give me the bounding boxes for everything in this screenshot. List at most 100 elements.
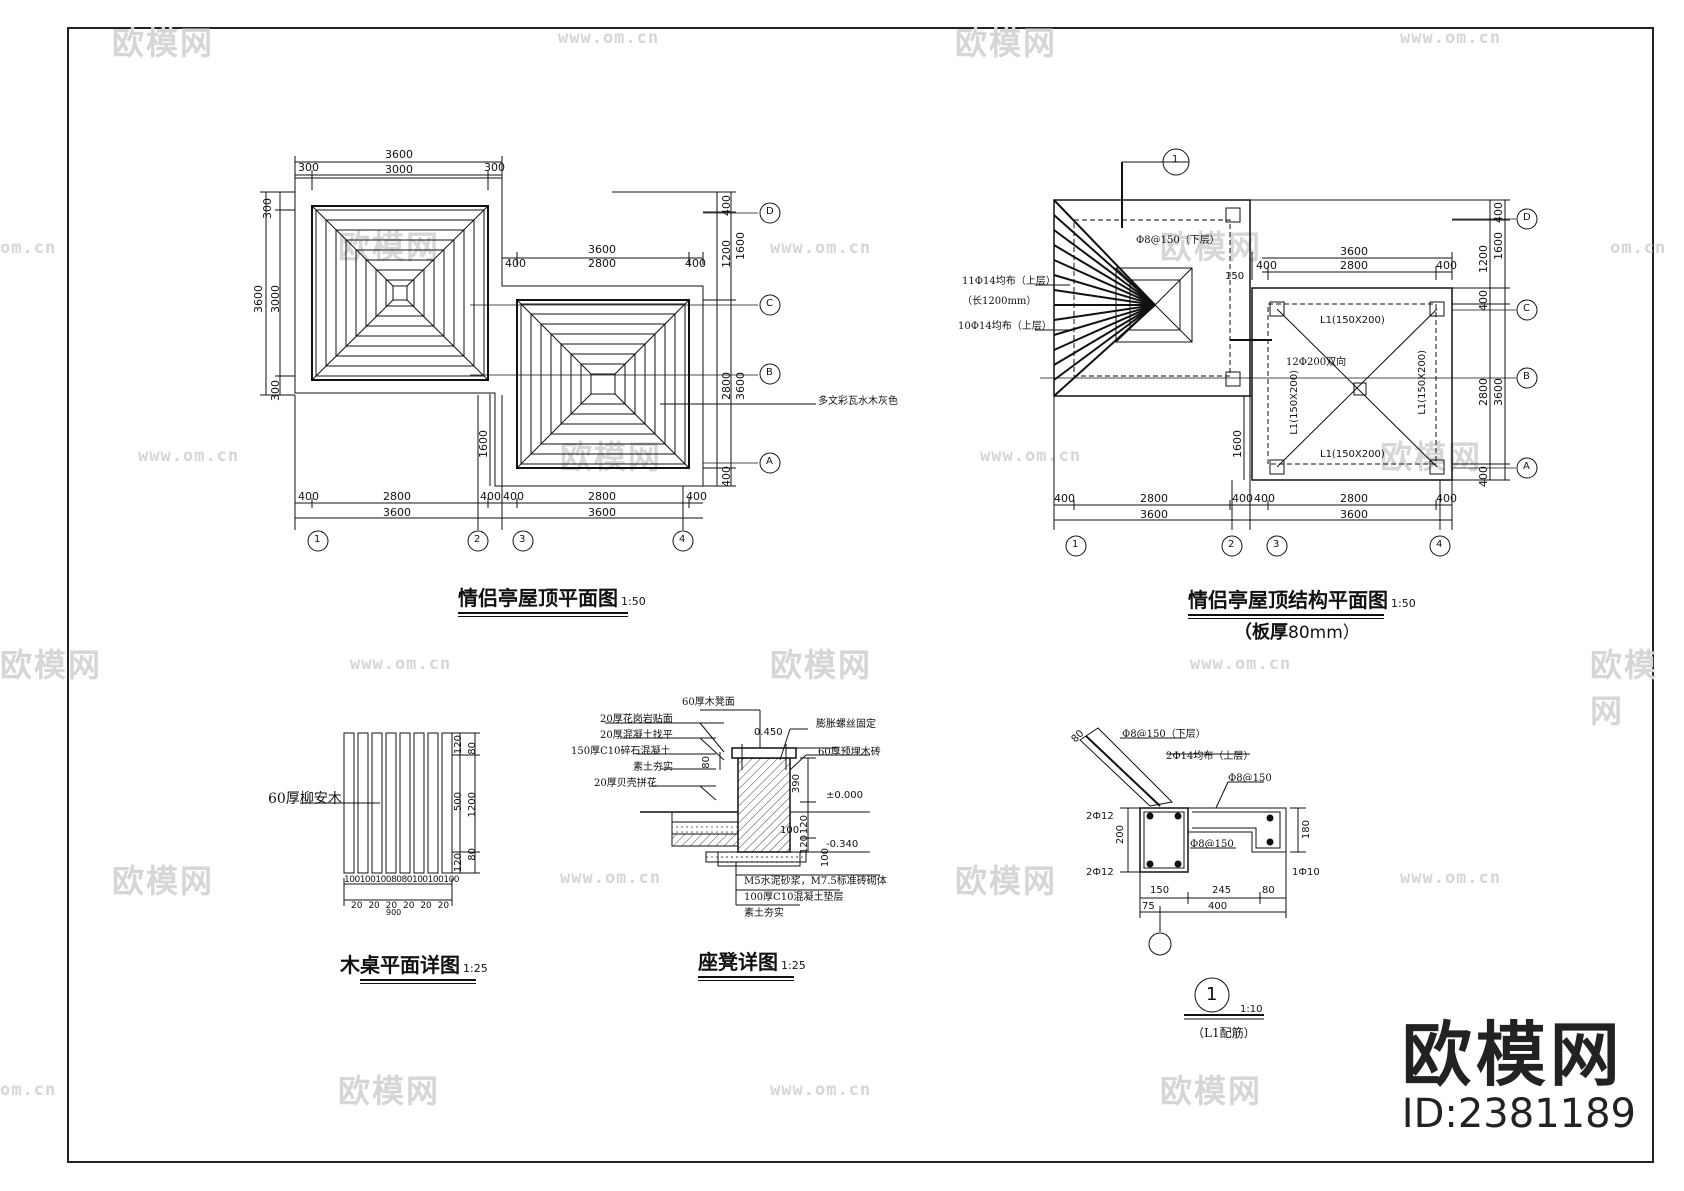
bench-detail-scale: 1:25 bbox=[781, 959, 806, 972]
roof-dim-bottom-3: 400 bbox=[480, 490, 501, 503]
watermark-url: www.om.cn bbox=[770, 1080, 872, 1100]
table-dim-bottom: 80 bbox=[401, 875, 413, 885]
watermark-url: om.cn bbox=[0, 1080, 57, 1100]
struct-beam-bottom: L1(150X200) bbox=[1320, 449, 1385, 460]
structure-plan-title-text: 情侣亭屋顶结构平面图 bbox=[1188, 588, 1388, 612]
watermark-logo: 欧模网 bbox=[0, 646, 103, 684]
table-dim-bottom: 100 bbox=[359, 875, 376, 885]
roof-axis-4: 4 bbox=[679, 534, 686, 545]
bench-dim-100: 100 bbox=[780, 825, 800, 836]
bench-detail-title-text: 座凳详图 bbox=[698, 950, 778, 974]
watermark-url: www.om.cn bbox=[558, 28, 660, 48]
beam-detail-marker: 1 bbox=[1206, 984, 1218, 1005]
table-dim-bottom-row-2: 20 20 20 20 20 20 bbox=[351, 902, 449, 911]
roof-dim-top-mid: 3000 bbox=[385, 163, 413, 176]
table-dim-bottom: 80 bbox=[391, 875, 402, 885]
table-detail-title-underline bbox=[360, 983, 476, 984]
beam-dim-right-180: 180 bbox=[1301, 820, 1312, 840]
struct-dim-mid-mid: 2800 bbox=[1340, 259, 1368, 272]
roof-axis-1: 1 bbox=[314, 534, 321, 545]
roof-material-note: 多文彩瓦水木灰色 bbox=[818, 396, 898, 407]
watermark-logo: 欧模网 bbox=[1160, 228, 1263, 266]
beam-dim-left-200: 200 bbox=[1115, 825, 1126, 845]
watermark-logo: 欧模网 bbox=[112, 24, 215, 62]
roof-dim-bottom-2: 2800 bbox=[383, 490, 411, 503]
table-dim-bottom: 100 bbox=[344, 875, 360, 885]
roof-dim-bottom-total-2: 3600 bbox=[588, 506, 616, 519]
brand-name: 欧模网 bbox=[1401, 1014, 1624, 1096]
roof-dim-bottom-5: 2800 bbox=[588, 490, 616, 503]
struct-axis-d: D bbox=[1523, 212, 1531, 223]
brand-block: 欧模网 ID:2381189 bbox=[1402, 1020, 1636, 1134]
beam-dim-bottom-400: 400 bbox=[1208, 901, 1228, 912]
bench-label-wood: 60厚预埋木砖 bbox=[818, 747, 881, 758]
bench-label-masonry: M5水泥砂浆，M7.5标准砖砌体 bbox=[744, 876, 887, 887]
watermark-url: www.om.cn bbox=[1400, 28, 1502, 48]
watermark-logo: 欧模网 bbox=[338, 1072, 441, 1110]
struct-axis-1: 1 bbox=[1072, 539, 1079, 550]
table-dim-gap: 20 bbox=[368, 901, 380, 911]
bench-label-base: 100厚C10混凝土垫层 bbox=[744, 892, 844, 903]
beam-dim-bottom-150: 150 bbox=[1150, 885, 1170, 896]
watermark-logo: 欧模网 bbox=[955, 862, 1058, 900]
roof-dim-top-left: 300 bbox=[298, 161, 319, 174]
watermark-url: www.om.cn bbox=[1190, 654, 1292, 674]
struct-section-marker: 1 bbox=[1172, 154, 1179, 165]
struct-dim-bottom-total-1: 3600 bbox=[1140, 508, 1168, 521]
roof-dim-bottom-total-1: 3600 bbox=[383, 506, 411, 519]
struct-dim-bottom-4: 400 bbox=[1254, 492, 1275, 505]
table-dim-bottom: 100 bbox=[427, 875, 444, 885]
beam-detail-caption: （L1配筋） bbox=[1192, 1026, 1256, 1040]
beam-label-stirrup-2: Ф8@150 bbox=[1190, 839, 1234, 850]
structure-plan-subtitle-value: 80mm） bbox=[1288, 623, 1360, 643]
struct-rebar-bottom: 10Ф14均布（上层） bbox=[958, 321, 1052, 332]
table-dim-bottom: 100 bbox=[443, 875, 460, 885]
watermark-url: www.om.cn bbox=[350, 654, 452, 674]
struct-axis-a: A bbox=[1523, 461, 1530, 472]
table-material-label: 60厚柳安木 bbox=[268, 791, 342, 807]
watermark-url: www.om.cn bbox=[1400, 868, 1502, 888]
bench-detail-title-underline bbox=[698, 976, 794, 978]
beam-dim-bottom-245: 245 bbox=[1212, 885, 1232, 896]
watermark-url: om.cn bbox=[0, 238, 57, 258]
watermark-url: www.om.cn bbox=[980, 446, 1082, 466]
roof-plan-title-underline bbox=[458, 612, 628, 614]
struct-axis-b: B bbox=[1523, 371, 1530, 382]
beam-label-lower-rebar: Ф8@150（下层） bbox=[1122, 729, 1206, 740]
watermark-url: www.om.cn bbox=[770, 238, 872, 258]
bench-elev-bottom: -0.340 bbox=[826, 839, 859, 850]
roof-dim-mid-right: 400 bbox=[685, 257, 706, 270]
structure-plan-subtitle: （板厚80mm） bbox=[1234, 624, 1360, 642]
struct-dim-150: 150 bbox=[1225, 271, 1245, 282]
roof-plan-title-text: 情侣亭屋顶平面图 bbox=[458, 586, 618, 610]
struct-dim-bottom-total-2: 3600 bbox=[1340, 508, 1368, 521]
sheet-border bbox=[67, 27, 1654, 1163]
roof-axis-3: 3 bbox=[519, 534, 526, 545]
watermark-logo: 欧模网 bbox=[1590, 646, 1659, 730]
struct-dim-mid-left: 400 bbox=[1256, 259, 1277, 272]
table-detail-scale: 1:25 bbox=[463, 962, 488, 975]
roof-dim-top-right: 300 bbox=[484, 161, 505, 174]
struct-rebar-lower: Ф8@150（下层） bbox=[1136, 235, 1220, 246]
bench-detail-title-underline bbox=[698, 980, 794, 981]
bench-label-leveling: 20厚混凝土找平 bbox=[600, 730, 673, 741]
table-dim-total: 900 bbox=[386, 908, 402, 917]
beam-dim-right-bar: 1Ф10 bbox=[1292, 867, 1320, 878]
bench-label-soil: 素土夯实 bbox=[633, 762, 673, 773]
struct-dim-bottom-2: 2800 bbox=[1140, 492, 1168, 505]
bench-label-soil-bottom: 素土夯实 bbox=[744, 908, 784, 919]
structure-plan-title-underline bbox=[1188, 618, 1384, 619]
table-dim-gap: 20 bbox=[420, 901, 432, 911]
struct-slab-rebar: 12Ф200双向 bbox=[1286, 357, 1347, 368]
table-dim-gap: 20 bbox=[385, 901, 398, 911]
bench-label-granite: 20厚花岗岩贴面 bbox=[600, 714, 673, 725]
table-dim-bottom-row: 1001001008080100100100 bbox=[344, 875, 460, 885]
roof-dim-bottom-4: 400 bbox=[503, 490, 524, 503]
roof-plan-scale: 1:50 bbox=[621, 595, 646, 608]
